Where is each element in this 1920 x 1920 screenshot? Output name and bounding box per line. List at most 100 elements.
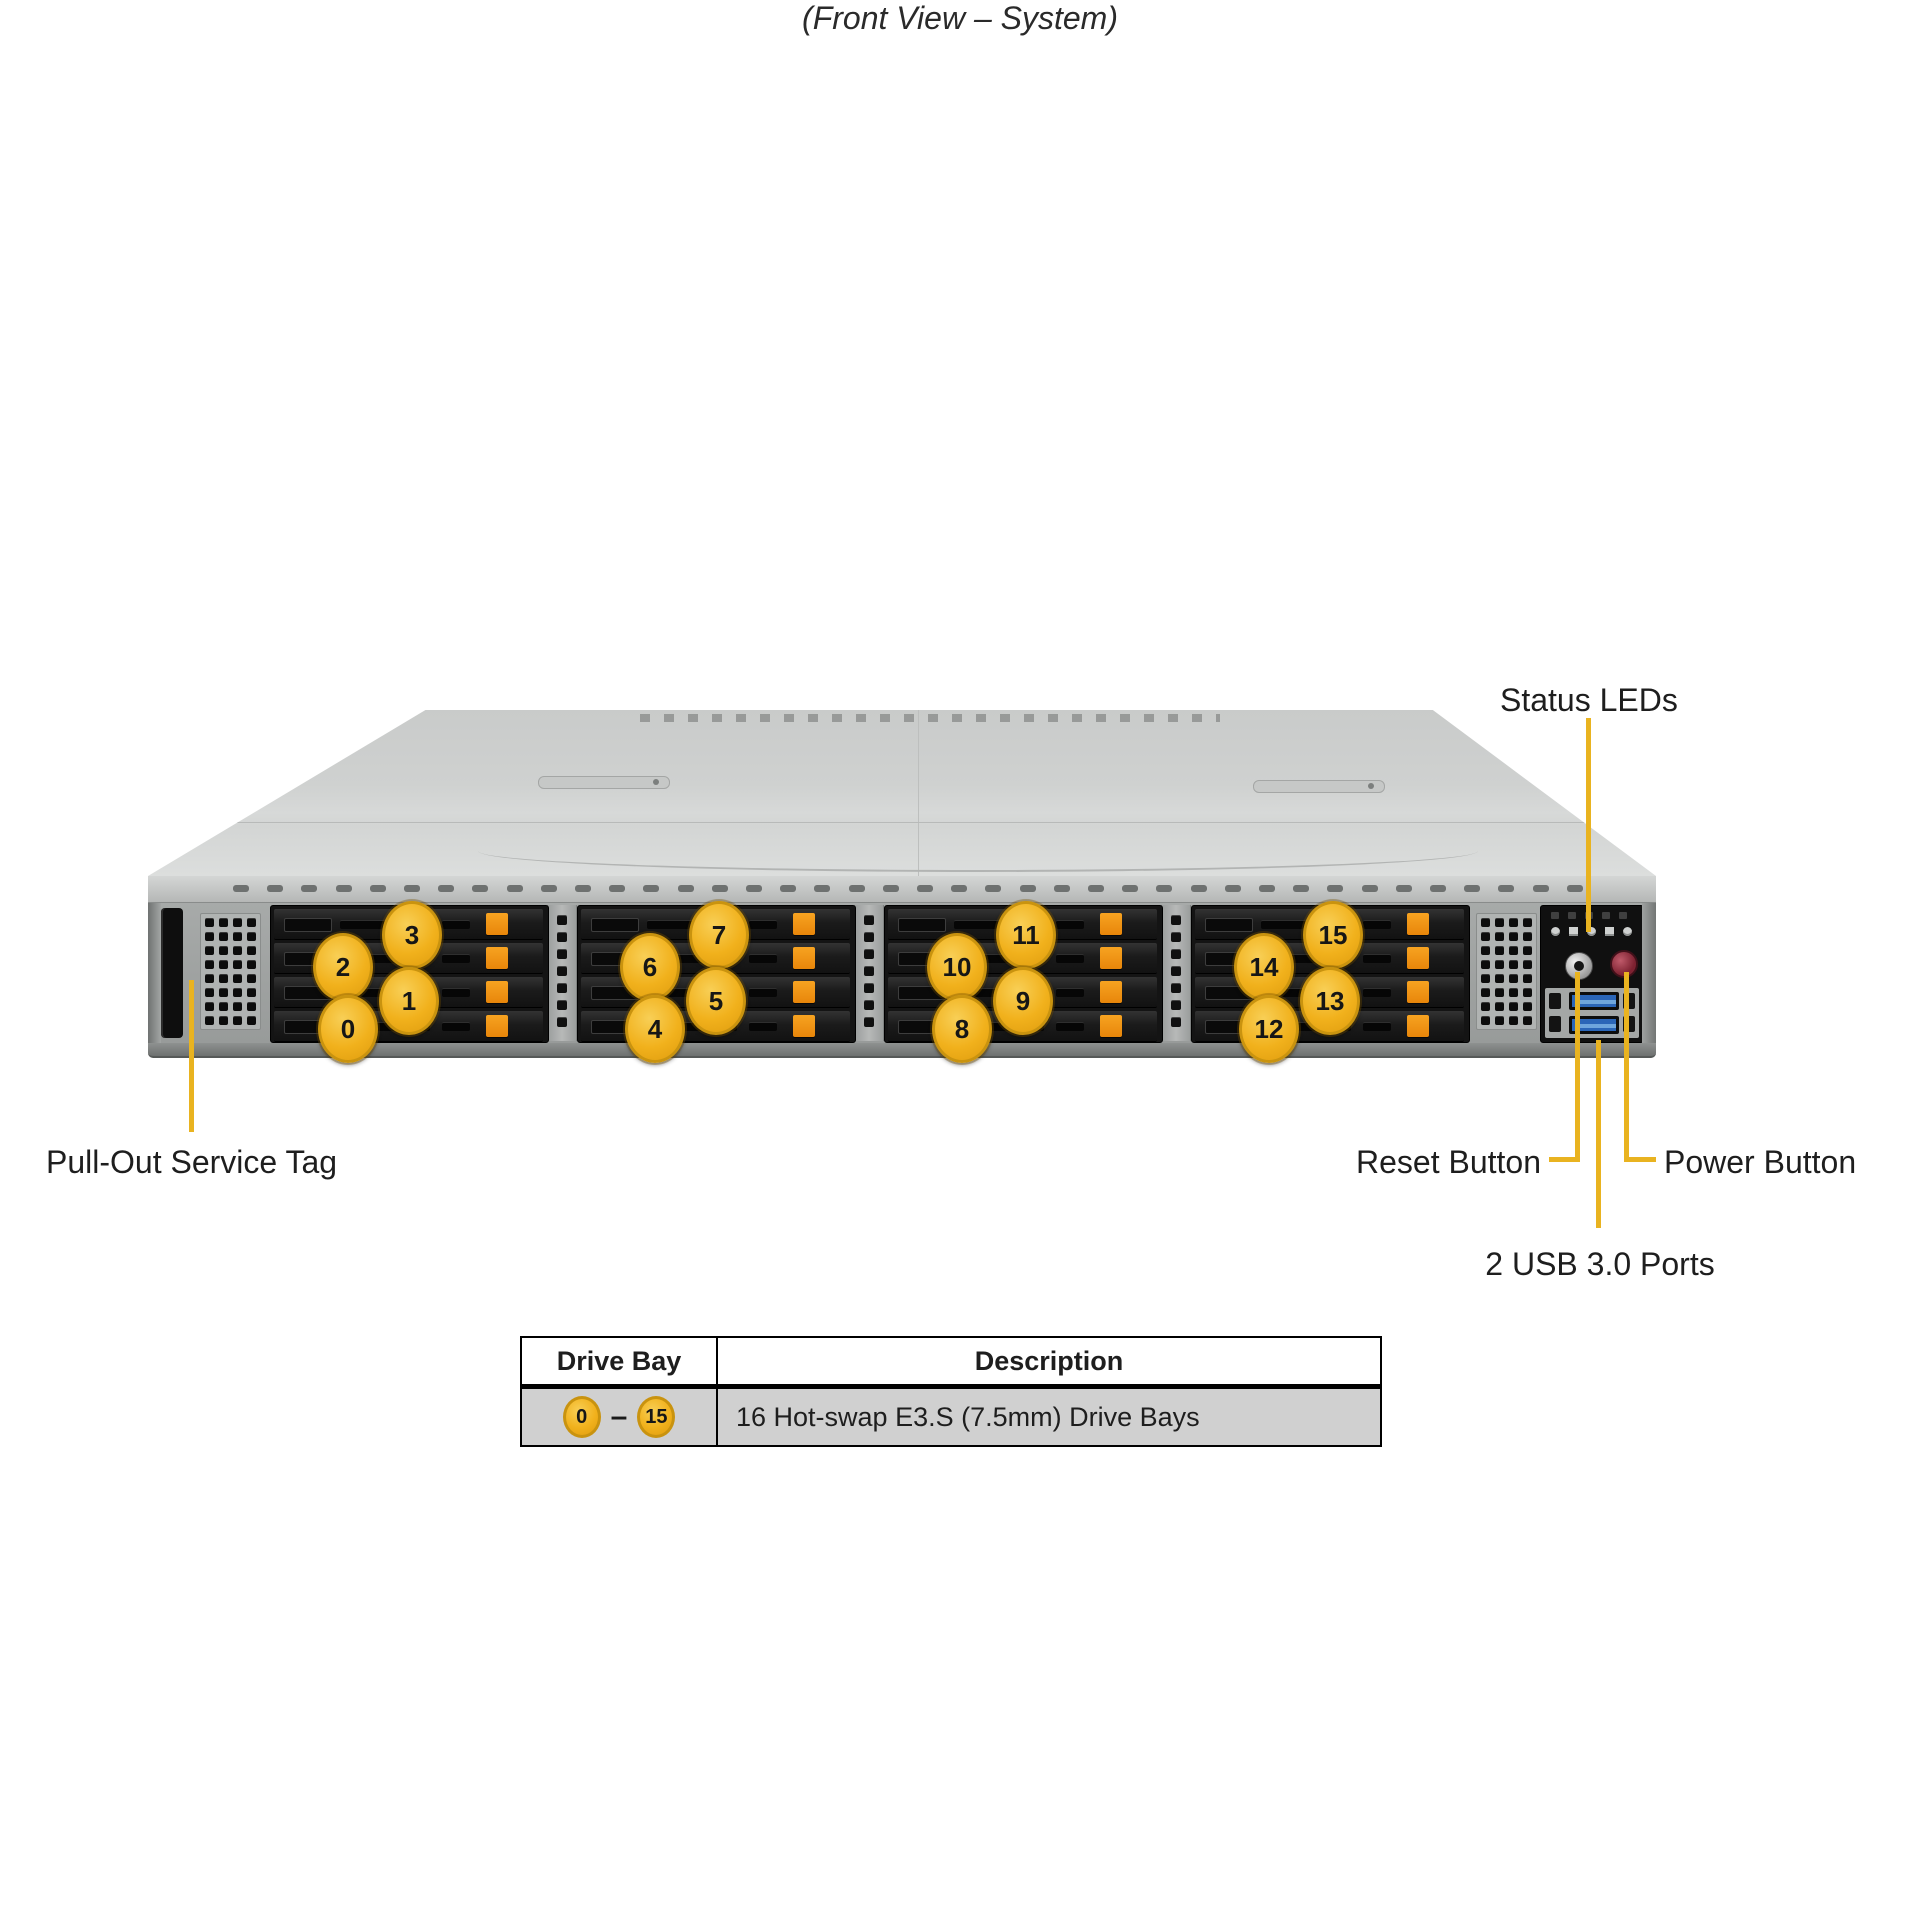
drive-latch-icon	[1100, 981, 1122, 1003]
vent-hole	[1481, 946, 1490, 955]
vent-hole	[1481, 918, 1490, 927]
vent-dash	[1532, 885, 1549, 892]
tray-slot	[1261, 954, 1351, 963]
drive-latch-icon	[1100, 1015, 1122, 1037]
tray-slot	[1056, 920, 1084, 929]
pull-out-service-tag-icon	[161, 908, 183, 1038]
divider-hole	[864, 932, 874, 942]
drive-latch-icon	[1100, 947, 1122, 969]
tray-slot	[442, 1022, 470, 1031]
figure-caption: (Front View – System)	[802, 0, 1118, 36]
drive-bay-number-badge: 9	[993, 967, 1053, 1035]
tray-handle	[898, 918, 946, 932]
vent-hole	[247, 1002, 256, 1011]
table-cell-description: 16 Hot-swap E3.S (7.5mm) Drive Bays	[736, 1401, 1200, 1432]
vent-hole	[1495, 946, 1504, 955]
top-cover-seam	[208, 822, 1608, 823]
service-tag-callout-line	[189, 980, 194, 1132]
drive-bay-number-badge: 10	[927, 933, 987, 1001]
status-led-icon	[1623, 927, 1632, 936]
vent-hole	[1509, 974, 1518, 983]
drive-bay-number-badge: 3	[382, 901, 442, 969]
label-status-leds: Status LEDs	[1500, 682, 1678, 718]
vent-hole	[205, 1002, 214, 1011]
tray-slot	[647, 954, 737, 963]
tray-slot	[442, 954, 470, 963]
tray-slot	[1056, 954, 1084, 963]
vent-hole	[1509, 1002, 1518, 1011]
vent-hole	[233, 932, 242, 941]
vent-dash	[848, 885, 865, 892]
vent-dash	[1259, 885, 1275, 892]
chassis-left-edge	[148, 903, 161, 1043]
tray-slot	[1056, 1022, 1084, 1031]
vent-dash	[1019, 885, 1036, 892]
range-dash: –	[610, 1400, 628, 1433]
vent-dash	[335, 885, 352, 892]
vent-dash	[985, 885, 1002, 892]
drive-bay-number-badge: 13	[1300, 967, 1360, 1035]
vent-hole	[1481, 960, 1490, 969]
vent-hole	[1523, 932, 1532, 941]
vent-dash	[575, 885, 591, 892]
divider-hole	[1171, 932, 1181, 942]
label-usb-ports: 2 USB 3.0 Ports	[1485, 1246, 1715, 1282]
tray-slot	[340, 954, 430, 963]
status-led-row	[1551, 927, 1633, 937]
cover-latch-icon	[1253, 780, 1385, 793]
vent-dash	[951, 885, 968, 892]
drive-bay-number-badge: 8	[932, 995, 992, 1063]
vent-hole	[205, 932, 214, 941]
vent-hole	[1495, 932, 1504, 941]
chassis-right-edge	[1642, 903, 1656, 1043]
vent-dash	[301, 885, 318, 892]
power-button-callout-line	[1624, 972, 1629, 1162]
drive-latch-icon	[1407, 981, 1429, 1003]
vent-hole	[233, 988, 242, 997]
vent-hole	[247, 946, 256, 955]
divider-hole	[864, 983, 874, 993]
label-reset-button: Reset Button	[1356, 1144, 1541, 1180]
vent-hole	[1495, 1016, 1504, 1025]
divider-hole	[864, 1000, 874, 1010]
usb3-port-icon	[1569, 1016, 1619, 1034]
vent-hole	[219, 1002, 228, 1011]
tray-handle	[591, 918, 639, 932]
drive-bay-number-badge: 0	[318, 995, 378, 1063]
vent-hole	[233, 1016, 242, 1025]
vent-hole	[219, 918, 228, 927]
vent-hole	[205, 960, 214, 969]
vent-hole	[219, 960, 228, 969]
vent-dash	[404, 885, 420, 892]
vent-hole	[205, 946, 214, 955]
tray-slot	[1363, 920, 1391, 929]
vent-dash	[472, 885, 489, 892]
vent-hole	[1509, 988, 1518, 997]
vent-dash	[643, 885, 660, 892]
tray-slot	[1363, 1022, 1391, 1031]
vent-hole	[1509, 918, 1518, 927]
drive-bay-number-badge: 15	[1303, 901, 1363, 969]
vent-dash	[267, 885, 284, 892]
drive-bay-number-badge: 14	[1234, 933, 1294, 1001]
vent-hole	[1481, 1002, 1490, 1011]
table-header-description: Description	[974, 1345, 1124, 1376]
vent-hole	[233, 918, 242, 927]
tray-slot	[442, 920, 470, 929]
drive-latch-icon	[486, 981, 508, 1003]
vent-hole	[205, 988, 214, 997]
vent-dash	[540, 885, 557, 892]
vent-dash	[369, 885, 386, 892]
divider-hole	[1171, 949, 1181, 959]
divider-hole	[557, 966, 567, 976]
vent-hole	[1523, 960, 1532, 969]
vent-dash	[1566, 885, 1583, 892]
drive-bay-number-badge: 2	[313, 933, 373, 1001]
table-cell-drive-bay-range: 0 – 15	[522, 1389, 718, 1445]
drive-latch-icon	[486, 947, 508, 969]
tray-handle	[1205, 918, 1253, 932]
